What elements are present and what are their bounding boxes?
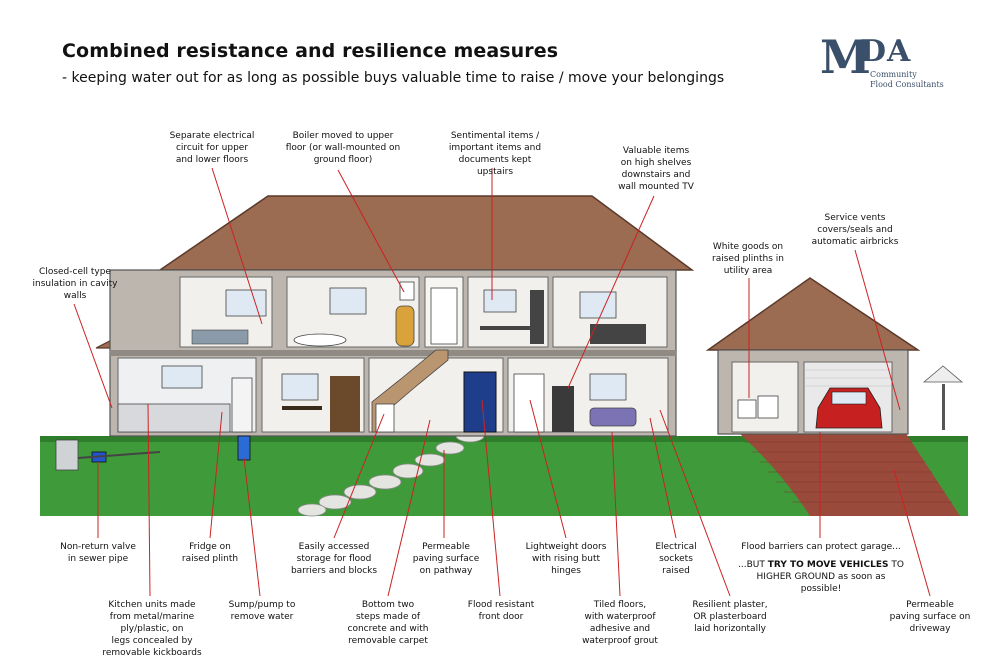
garage-utility <box>731 361 799 433</box>
label-tiled: Tiled floors, with waterproof adhesive a… <box>582 600 658 646</box>
dining-table <box>282 406 322 410</box>
label-boiler: Boiler moved to upper floor (or wall-mou… <box>285 131 401 165</box>
leader-sump <box>243 457 261 597</box>
label-kitchen-units: Kitchen units made from metal/marine ply… <box>102 600 202 658</box>
leader-sockets <box>649 417 677 539</box>
leader-separate-circuit <box>211 167 263 325</box>
sump-pump <box>237 435 251 461</box>
label-garage-barrier: Flood barriers can protect garage... <box>741 542 901 552</box>
company-logo: M DA Community Flood Consultants <box>820 30 970 94</box>
ground-strip <box>40 436 968 442</box>
leader-plaster <box>659 409 731 597</box>
label-closed-cell: Closed-cell type insulation in cavity wa… <box>32 267 118 301</box>
tumble-dryer <box>737 399 757 419</box>
front-door <box>463 371 497 433</box>
label-front-door: Flood resistant front door <box>467 600 535 622</box>
window-bedroom-2 <box>579 291 617 319</box>
label-paving-path: Permeable paving surface on pathway <box>412 542 480 576</box>
leader-kitchen <box>147 403 151 597</box>
label-valuable: Valuable items on high shelves downstair… <box>618 146 694 192</box>
label-doors: Lightweight doors with rising butt hinge… <box>525 542 607 576</box>
label-storage: Easily accessed storage for flood barrie… <box>290 542 378 576</box>
window-study <box>483 289 517 313</box>
label-white-goods: White goods on raised plinths in utility… <box>712 242 784 276</box>
label-sockets: Electrical sockets raised <box>655 542 697 576</box>
move-suffix: TO <box>888 560 904 570</box>
leader-fridge <box>209 411 223 539</box>
leader-tiled <box>611 431 621 597</box>
garage-door-slats <box>804 369 892 387</box>
window-kitchen <box>161 365 203 389</box>
garage-roof <box>705 277 921 351</box>
label-fridge: Fridge on raised plinth <box>181 542 239 564</box>
window-dining <box>281 373 319 401</box>
upper-bed-2 <box>590 324 646 344</box>
leader-valuable <box>567 195 655 389</box>
bird-table-pole <box>942 384 945 430</box>
leader-front-door <box>481 399 501 597</box>
page-subtitle: - keeping water out for as long as possi… <box>62 70 725 86</box>
hall-storage-door <box>375 403 395 433</box>
leader-storage <box>333 413 385 539</box>
boiler-unit <box>399 281 415 301</box>
label-move-vehicles: ...BUT TRY TO MOVE VEHICLES TO <box>736 559 906 571</box>
logo-letters: DA <box>860 34 912 69</box>
main-roof <box>157 195 695 271</box>
leader-lines <box>73 167 931 597</box>
study-desk <box>480 326 530 330</box>
brick-driveway <box>738 432 960 516</box>
label-sentimental: Sentimental items / important items and … <box>448 131 542 177</box>
logo-line-1: Community <box>870 70 917 79</box>
upper-floor-slab <box>110 350 676 356</box>
living-shelf <box>552 386 574 432</box>
logo-line-2: Flood Consultants <box>870 80 944 89</box>
label-plaster: Resilient plaster, OR plasterboard laid … <box>692 600 768 634</box>
label-paving-drive: Permeable paving surface on driveway <box>889 600 971 634</box>
label-sump: Sump/pump to remove water <box>228 600 296 622</box>
living-inner-door <box>513 373 545 433</box>
living-sofa <box>589 407 637 427</box>
label-non-return-valve: Non-return valve in sewer pipe <box>60 542 136 564</box>
landing-door <box>430 287 458 345</box>
leader-doors <box>529 399 567 539</box>
leader-service-vents <box>854 249 901 411</box>
leader-paving-drive <box>893 469 931 597</box>
label-higher-ground: HIGHER GROUND as soon as possible! <box>756 572 886 594</box>
label-separate-circuit: Separate electrical circuit for upper an… <box>169 131 255 165</box>
label-service-vents: Service vents covers/seals and automatic… <box>811 213 899 247</box>
move-bold: TRY TO MOVE VEHICLES <box>767 560 889 570</box>
dining-cabinet <box>330 376 360 432</box>
label-steps: Bottom two steps made of concrete and wi… <box>347 600 429 646</box>
upper-bed-1 <box>191 329 249 345</box>
sewer-chamber <box>55 439 79 471</box>
page-title: Combined resistance and resilience measu… <box>62 40 559 62</box>
window-living <box>589 373 627 401</box>
logo-mark: M <box>820 30 871 84</box>
kitchen-units <box>117 403 231 433</box>
driveway-brick-lines <box>745 441 952 503</box>
car-windscreen <box>831 391 867 405</box>
bird-table-roof <box>922 365 964 383</box>
boiler-tank <box>395 305 415 347</box>
leader-closed-cell <box>73 303 113 409</box>
window-bedroom-1 <box>225 289 267 317</box>
sewer-pipe <box>77 451 161 459</box>
window-bathroom <box>329 287 367 315</box>
fridge <box>231 377 253 433</box>
leader-boiler <box>337 169 405 293</box>
leader-steps <box>387 419 431 597</box>
washing-machine <box>757 395 779 419</box>
move-prefix: ...BUT <box>738 560 768 570</box>
bookshelf <box>530 290 544 344</box>
bathtub <box>293 333 347 347</box>
